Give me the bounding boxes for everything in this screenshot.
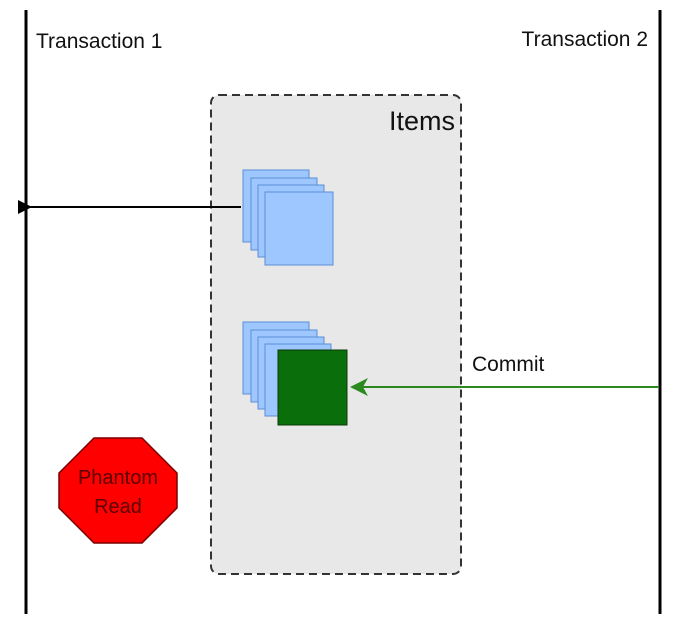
transaction-1-label: Transaction 1 xyxy=(36,30,162,53)
new-committed-item xyxy=(277,349,348,426)
transaction-2-label: Transaction 2 xyxy=(522,28,648,51)
existing-items-stack-top xyxy=(242,169,334,266)
phantom-read-warning-sign: Phantom Read xyxy=(58,437,178,544)
commit-label: Commit xyxy=(472,353,544,376)
existing-item xyxy=(264,191,334,266)
stop-octagon-icon xyxy=(58,437,178,544)
warning-label-line1: Phantom xyxy=(78,467,158,489)
commit-arrowhead xyxy=(350,378,368,396)
warning-label-line2: Read xyxy=(94,496,142,518)
items-group-label: Items xyxy=(389,106,455,136)
